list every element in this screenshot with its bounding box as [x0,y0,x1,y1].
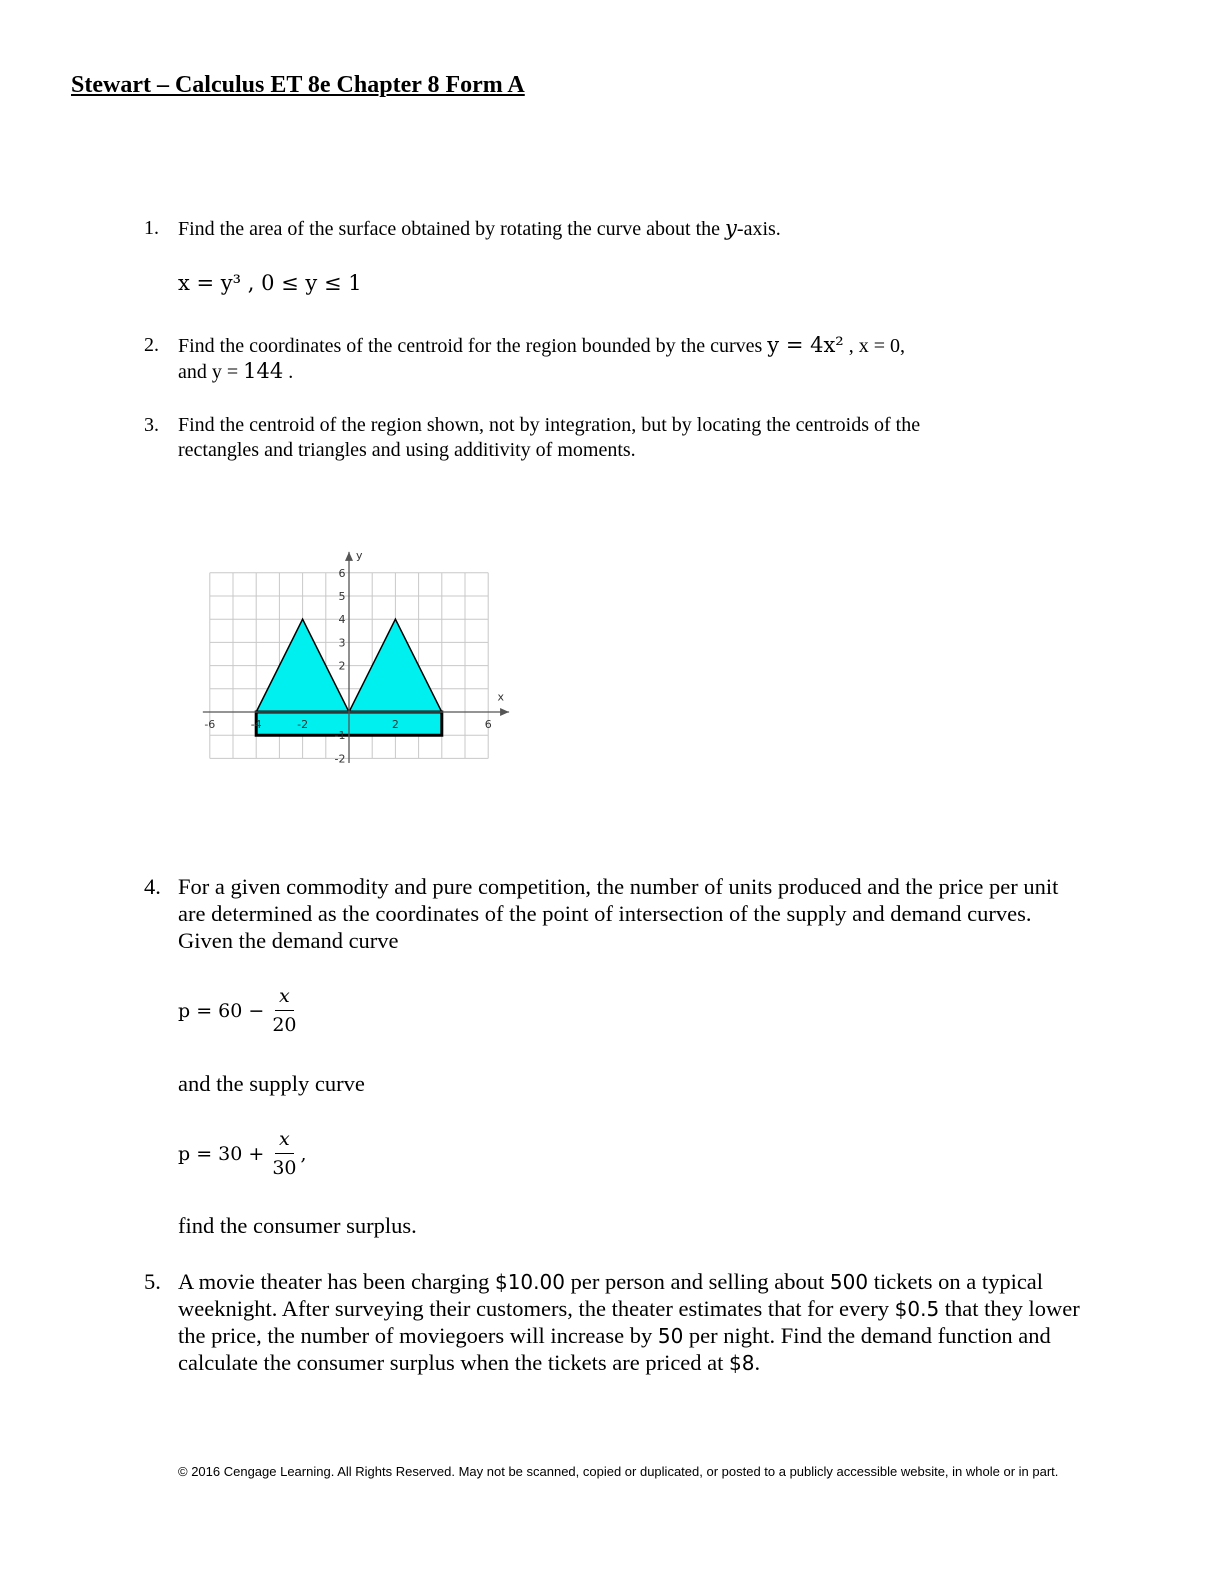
question-2-line-1: Find the coordinates of the centroid for… [178,333,905,359]
x-tick-label: 6 [485,718,492,731]
q5-step: $0.5 [894,1297,940,1321]
question-5-line-2: weeknight. After surveying their custome… [178,1295,1080,1323]
supply-tail: , [300,1142,307,1165]
question-4-line-2: are determined as the coordinates of the… [178,901,1032,926]
y-tick-label: 6 [339,567,346,580]
supply-fraction: x 30 [268,1128,300,1179]
y-tick-label: -2 [335,752,346,765]
question-2-text-a: Find the coordinates of the centroid for… [178,335,763,357]
page-title: Stewart – Calculus ET 8e Chapter 8 Form … [71,72,525,98]
question-1-text: Find the area of the surface obtained by… [178,216,781,242]
question-4-line-3: Given the demand curve [178,928,399,953]
y-tick-label: 2 [339,660,346,673]
y-axis-label: y [356,549,363,562]
q5-l2a: weeknight. After surveying their custome… [178,1296,895,1321]
supply-numerator: x [275,1128,294,1154]
q5-l1c: per person and selling about [564,1269,830,1294]
question-1-text-b: -axis. [736,218,781,240]
demand-fraction: x 20 [268,985,300,1036]
question-3-line-2: rectangles and triangles and using addit… [178,439,636,461]
question-5-number: 5. [144,1269,161,1294]
q5-price: $10.00 [494,1270,565,1294]
question-3-number: 3. [144,414,159,436]
x-axis-label: x [497,690,504,703]
x-tick-label: -2 [297,718,308,731]
q5-new-price: $8 [729,1351,755,1375]
q5-l2c: that they lower [939,1296,1080,1321]
copyright-footer: © 2016 Cengage Learning. All Rights Rese… [178,1464,1059,1479]
supply-denominator: 30 [272,1157,297,1179]
q5-tickets: 500 [829,1270,869,1294]
region-figure: x y -6 -4 -2 2 6 6 5 4 3 2 -1 -2 [202,549,510,766]
demand-denominator: 20 [272,1014,297,1036]
x-tick-label: 2 [392,718,399,731]
question-4-line-1: For a given commodity and pure competiti… [178,874,1059,899]
x-axis-arrow-icon [500,708,510,716]
question-2-curve: y = 4x² [767,333,844,357]
q5-l4a: calculate the consumer surplus when the … [178,1350,730,1375]
question-5-line-1: A movie theater has been charging $10.00… [178,1268,1043,1296]
y-tick-label: 3 [339,636,346,649]
q5-increase: 50 [657,1324,684,1348]
question-2-text-b: , x = 0, [848,335,905,357]
y-tick-label: 4 [339,613,346,626]
question-2-number: 2. [144,334,159,356]
question-4-closing: find the consumer surplus. [178,1213,417,1238]
question-2-line-2: and y = 144 . [178,359,293,385]
supply-lhs: p = 30 + [178,1142,265,1165]
question-4-number: 4. [144,874,161,899]
demand-numerator: x [275,985,294,1011]
question-2-line2-a: and y = [178,361,239,383]
y-tick-label: 5 [339,590,346,603]
q5-l1e: tickets on a typical [868,1269,1044,1294]
tick-labels: -6 -4 -2 2 6 6 5 4 3 2 -1 -2 [204,567,491,766]
x-tick-label: -4 [251,718,262,731]
q5-l1a: A movie theater has been charging [178,1269,495,1294]
demand-lhs: p = 60 − [178,999,265,1022]
question-1-text-a: Find the area of the surface obtained by… [178,218,726,240]
question-2-line2-b: . [288,361,294,383]
question-1-number: 1. [144,217,159,239]
y-tick-label: -1 [335,729,346,742]
x-tick-label: -6 [204,718,215,731]
q5-l3a: the price, the number of moviegoers will… [178,1323,658,1348]
q5-l4c: . [754,1350,761,1375]
y-axis-arrow-icon [345,551,353,561]
question-5-line-4: calculate the consumer surplus when the … [178,1349,760,1377]
demand-curve-equation: p = 60 − x 20 [178,985,301,1036]
question-1-var: y [725,216,737,240]
question-4-middle: and the supply curve [178,1071,365,1096]
q5-l3c: per night. Find the demand function and [683,1323,1051,1348]
question-3-line-1: Find the centroid of the region shown, n… [178,414,921,436]
question-1-formula: x = y³ , 0 ≤ y ≤ 1 [178,271,362,295]
question-2-value: 144 [243,359,284,383]
question-5-line-3: the price, the number of moviegoers will… [178,1322,1051,1350]
supply-curve-equation: p = 30 + x 30 , [178,1128,307,1179]
